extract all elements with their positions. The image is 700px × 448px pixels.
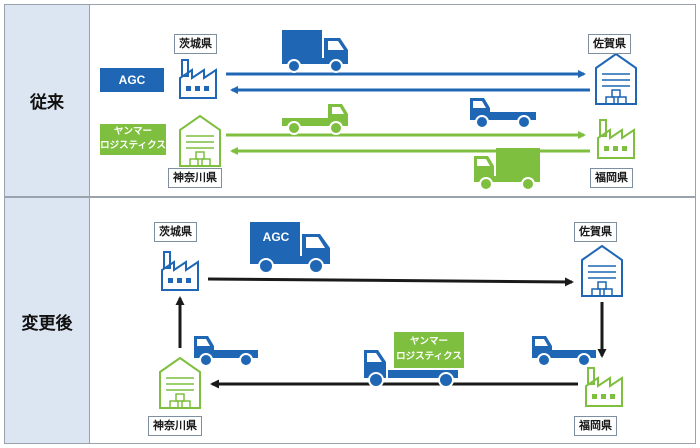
warehouse-icon	[159, 356, 201, 409]
place-label-kanagawa: 神奈川県	[168, 168, 222, 188]
box-truck-icon	[364, 350, 458, 388]
after-diagram	[159, 222, 623, 409]
row-label-after: 変更後	[4, 198, 90, 444]
box-truck-icon	[282, 30, 348, 73]
box-truck-icon	[250, 222, 330, 274]
place-label-saga: 佐賀県	[574, 222, 617, 242]
company-name-line1: ヤンマー	[409, 336, 448, 347]
place-label-saga: 佐賀県	[588, 34, 631, 54]
box-truck-icon	[474, 148, 540, 191]
row-label-before: 従来	[4, 4, 90, 196]
company-name-line1: ヤンマー	[113, 126, 152, 137]
before-pane: 茨城県 佐賀県 神奈川県 福岡県 AGC ヤンマー ロジスティクス	[90, 4, 694, 196]
company-badge-yanmar: ヤンマー ロジスティクス	[100, 124, 166, 155]
company-badge-yanmar: ヤンマー ロジスティクス	[394, 332, 464, 368]
company-label-agc: AGC	[262, 230, 290, 244]
factory-icon	[585, 367, 623, 407]
before-diagram	[179, 30, 637, 191]
flatbed-truck-icon	[470, 98, 536, 129]
factory-icon	[597, 119, 635, 159]
warehouse-icon	[581, 244, 623, 297]
place-label-kanagawa: 神奈川県	[148, 416, 202, 436]
company-name-line2: ロジスティクス	[396, 351, 462, 362]
flatbed-truck-icon	[532, 336, 596, 367]
company-badge-agc: AGC	[100, 68, 164, 92]
place-label-ibaraki: 茨城県	[154, 222, 197, 242]
factory-icon	[179, 59, 217, 99]
flatbed-truck-icon	[282, 104, 348, 135]
route-arrow	[207, 277, 574, 287]
place-label-fukuoka: 福岡県	[590, 168, 633, 188]
place-label-fukuoka: 福岡県	[574, 416, 617, 436]
company-name-line2: ロジスティクス	[100, 140, 166, 151]
after-pane: 茨城県 佐賀県 神奈川県 福岡県 AGC ヤンマー ロジスティクス	[90, 198, 694, 444]
flatbed-truck-icon	[194, 336, 258, 367]
warehouse-icon	[595, 52, 637, 105]
warehouse-icon	[179, 114, 221, 167]
place-label-ibaraki: 茨城県	[174, 34, 217, 54]
comparison-table: 従来 変更後	[4, 4, 696, 444]
factory-icon	[161, 251, 199, 291]
